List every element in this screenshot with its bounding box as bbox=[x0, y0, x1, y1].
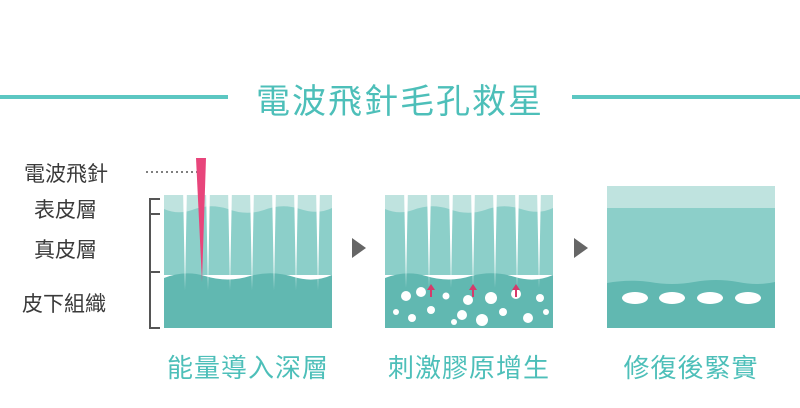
panel3-subcutaneous bbox=[607, 280, 775, 328]
right-triangle-arrow-icon-2 bbox=[574, 238, 588, 258]
page-title: 電波飛針毛孔救星 bbox=[256, 81, 544, 122]
panel1-subcutaneous bbox=[164, 273, 332, 328]
step-caption-2: 刺激膠原增生 bbox=[387, 353, 550, 384]
label-subcutaneous: 皮下組織 bbox=[22, 292, 106, 316]
panel-energy-delivery bbox=[164, 158, 332, 328]
up-arrow-icon bbox=[427, 284, 520, 297]
label-epidermis: 表皮層 bbox=[34, 198, 97, 222]
layer-brackets bbox=[149, 198, 160, 329]
title-line-right bbox=[572, 95, 800, 99]
fat-cells bbox=[622, 292, 761, 304]
collagen-dots bbox=[393, 287, 549, 326]
panel1-epidermis bbox=[164, 195, 332, 213]
step-caption-3: 修復後緊實 bbox=[623, 353, 759, 384]
title-line-left bbox=[0, 95, 228, 99]
panel2-channels bbox=[404, 186, 541, 288]
needle-icon bbox=[196, 158, 206, 282]
title-row: 電波飛針毛孔救星 bbox=[0, 68, 800, 128]
panel-firmed-repair bbox=[607, 186, 775, 328]
panel1-channels bbox=[183, 186, 320, 290]
step-caption-1: 能量導入深層 bbox=[166, 353, 329, 384]
label-dermis: 真皮層 bbox=[34, 238, 97, 262]
panel-collagen-stimulation bbox=[385, 186, 553, 328]
panel2-epidermis bbox=[385, 195, 553, 213]
label-needle: 電波飛針 bbox=[24, 162, 108, 186]
panel3-dermis bbox=[607, 208, 775, 284]
panel3-epidermis bbox=[607, 186, 775, 208]
right-triangle-arrow-icon bbox=[352, 238, 366, 258]
